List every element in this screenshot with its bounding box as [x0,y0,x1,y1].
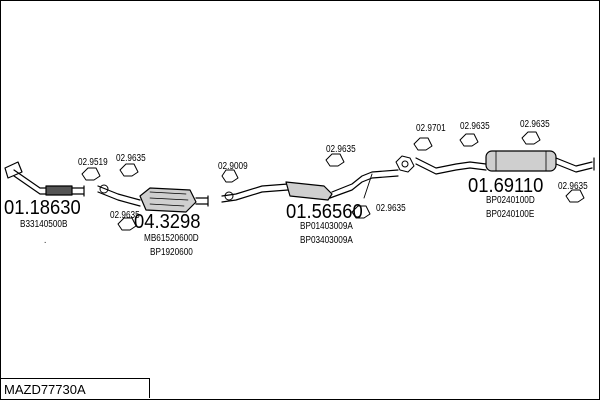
accessory-label: 02.9635 [376,203,406,214]
part-reference: BP01403009A [300,221,353,232]
part-reference: BP0240100E [486,209,535,220]
part-reference: BP1920600 [150,247,193,258]
catalytic-converter-drawing [97,185,209,213]
accessory-label: 02.9635 [520,119,550,130]
accessory-label: 02.9635 [110,210,140,221]
accessory-label: 02.9635 [116,153,146,164]
part-number: 04.3298 [134,211,201,233]
footnote-mark: . [44,235,47,246]
accessory-label: 02.9009 [218,161,248,172]
front-pipe-drawing [4,161,85,197]
part-reference: B33140500B [20,219,68,230]
part-reference: BP03403009A [300,235,353,246]
assembly-code-box: MAZD77730A [0,378,150,398]
accessory-label: 02.9701 [416,123,446,134]
part-reference: MB61520600D [144,233,199,244]
accessory-label: 02.9635 [558,181,588,192]
rear-muffler-drawing [415,150,595,175]
part-number: 01.69110 [468,175,544,197]
center-pipe-drawing [221,169,399,203]
part-number: 01.56560 [286,201,363,223]
part-number: 01.18630 [4,197,81,219]
part-reference: BP0240100D [486,195,535,206]
assembly-code: MAZD77730A [4,382,86,397]
accessory-label: 02.9635 [460,121,490,132]
accessory-label: 02.9519 [78,157,108,168]
hanger-icons [81,131,585,231]
accessory-label: 02.9635 [326,144,356,155]
